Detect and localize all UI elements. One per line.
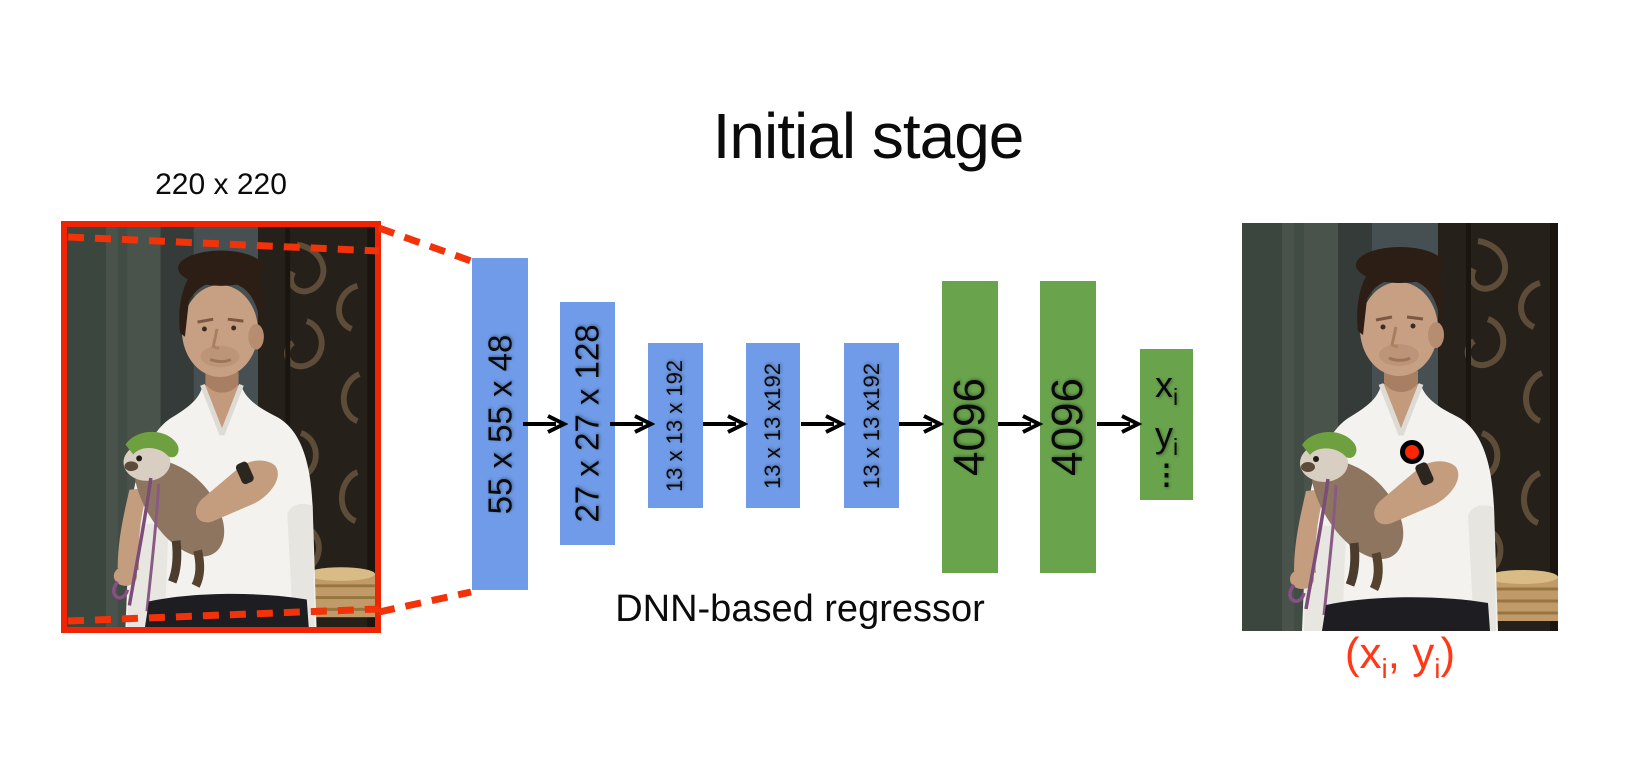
fc-layer-1-label: 4096 xyxy=(945,378,995,476)
flow-arrow-6 xyxy=(998,414,1043,434)
photo-scene-copy xyxy=(1242,223,1558,631)
flow-arrow-5 xyxy=(899,414,944,434)
fc-layer-1: 4096 xyxy=(942,281,998,573)
output-ellipsis: ⋮ xyxy=(1152,458,1181,490)
conv-layer-4: 13 x 13 x192 xyxy=(746,343,800,508)
output-vector-block: xi yi ⋮ xyxy=(1140,349,1193,500)
flow-arrow-4 xyxy=(801,414,846,434)
fc-layer-2: 4096 xyxy=(1040,281,1096,573)
conv-layer-1-label: 55 x 55 x 48 xyxy=(481,334,519,514)
conv-layer-2: 27 x 27 x 128 xyxy=(560,302,615,545)
conv-layer-5: 13 x 13 x192 xyxy=(844,343,899,508)
conv-layer-1: 55 x 55 x 48 xyxy=(472,258,528,590)
output-photo xyxy=(1242,223,1558,631)
predicted-keypoint-dot xyxy=(1400,440,1424,464)
conv-layer-3: 13 x 13 x 192 xyxy=(648,343,703,508)
fc-layer-2-label: 4096 xyxy=(1043,378,1093,476)
output-x-coordinate: xi xyxy=(1154,363,1179,411)
output-y-coordinate: yi xyxy=(1154,413,1179,461)
flow-arrow-2 xyxy=(610,414,655,434)
network-caption: DNN-based regressor xyxy=(615,588,985,630)
page-title: Initial stage xyxy=(712,100,1025,172)
input-size-label: 220 x 220 xyxy=(155,168,287,201)
flow-arrow-1 xyxy=(523,414,568,434)
photo-scene xyxy=(67,227,375,627)
input-photo xyxy=(61,221,381,633)
conv-layer-5-label: 13 x 13 x192 xyxy=(858,362,884,489)
flow-arrow-3 xyxy=(703,414,748,434)
conv-layer-2-label: 27 x 27 x 128 xyxy=(569,324,606,523)
flow-arrow-7 xyxy=(1097,414,1142,434)
predicted-coordinates-label: (xi, yi) xyxy=(1344,629,1456,684)
conv-layer-3-label: 13 x 13 x 192 xyxy=(662,359,688,492)
conv-layer-4-label: 13 x 13 x192 xyxy=(760,362,786,489)
